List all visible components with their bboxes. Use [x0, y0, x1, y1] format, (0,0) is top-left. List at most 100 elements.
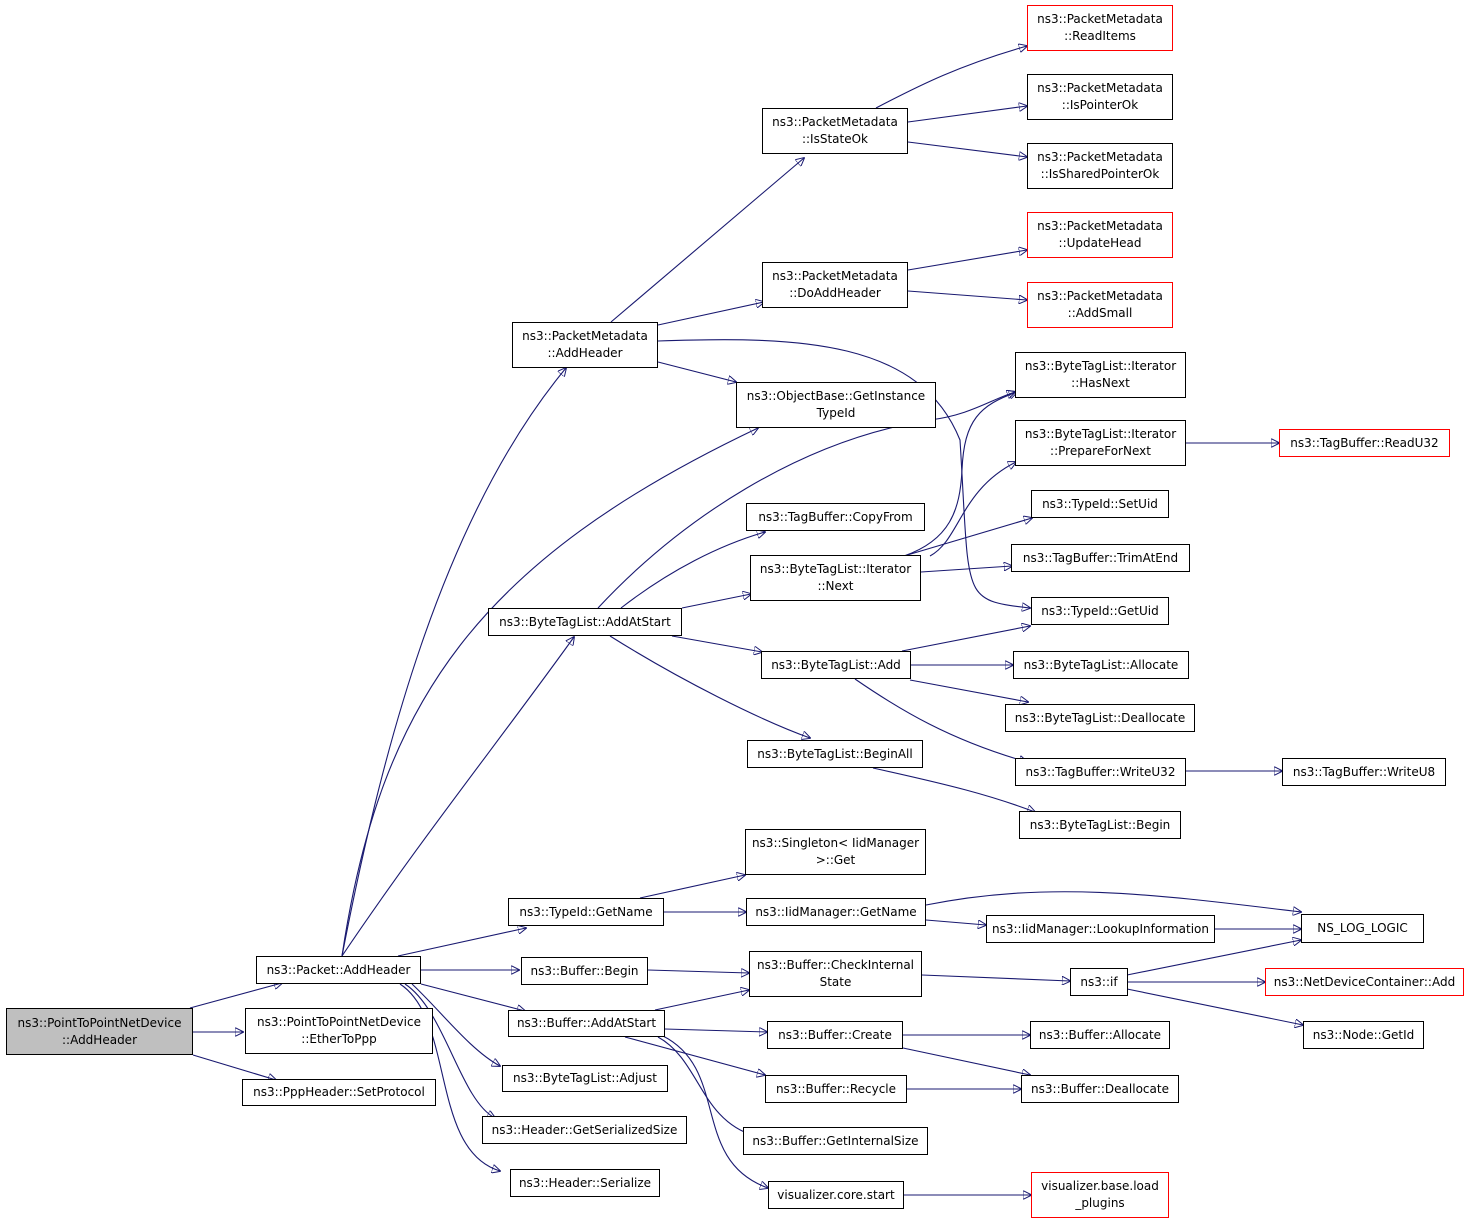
- edge-addatstart-recycle: [624, 1036, 765, 1075]
- node-label-line: ns3::PacketMetadata: [772, 269, 898, 283]
- edge-packet-btl-adjust: [411, 983, 500, 1066]
- node-bytetaglist-iterator-next[interactable]: ns3::ByteTagList::Iterator ::Next: [750, 555, 921, 601]
- node-label-line: ns3::TypeId::GetUid: [1041, 603, 1159, 618]
- node-packetmetadata-doaddheader[interactable]: ns3::PacketMetadata ::DoAddHeader: [762, 262, 908, 308]
- node-tagbuffer-writeu8[interactable]: ns3::TagBuffer::WriteU8: [1282, 758, 1446, 786]
- node-label-line: ns3::PacketMetadata: [772, 115, 898, 129]
- edge-add-writeu32: [854, 678, 1027, 762]
- node-label-line: ns3::TypeId::GetName: [519, 904, 653, 919]
- node-label-line: ns3::ByteTagList::Adjust: [513, 1071, 657, 1085]
- node-tagbuffer-readu32[interactable]: ns3::TagBuffer::ReadU32: [1279, 429, 1450, 457]
- node-label-line: ns3::TagBuffer::ReadU32: [1290, 435, 1439, 450]
- edge-next-hasnext: [903, 392, 1017, 557]
- node-label-line: ns3::ByteTagList::Deallocate: [1014, 710, 1186, 725]
- edge-pm-addheader-doaddheader: [657, 302, 764, 326]
- node-packetmetadata-issharedpointerok[interactable]: ns3::PacketMetadata ::IsSharedPointerOk: [1027, 143, 1173, 189]
- node-packetmetadata-addsmall[interactable]: ns3::PacketMetadata ::AddSmall: [1027, 282, 1173, 328]
- node-label-line: ns3::Buffer::Create: [778, 1027, 892, 1042]
- node-tagbuffer-writeu32[interactable]: ns3::TagBuffer::WriteU32: [1015, 758, 1186, 786]
- edge-root-packet-addheader: [189, 983, 282, 1009]
- edge-next-trimatend: [920, 566, 1012, 573]
- node-bytetaglist-adjust[interactable]: ns3::ByteTagList::Adjust: [502, 1065, 668, 1092]
- edge-iidmanager-getname-lookup: [925, 919, 986, 925]
- edge-addatstart-copyfrom: [620, 532, 765, 609]
- node-label-line: ns3::PacketMetadata: [1037, 289, 1163, 303]
- node-label-line: visualizer.base.load: [1041, 1179, 1159, 1193]
- node-label-line: ns3::IidManager::LookupInformation: [992, 921, 1209, 936]
- node-visualizer-core-start[interactable]: visualizer.core.start: [768, 1181, 904, 1209]
- node-node-getid[interactable]: ns3::Node::GetId: [1303, 1021, 1424, 1049]
- node-bytetaglist-iterator-hasnext[interactable]: ns3::ByteTagList::Iterator ::HasNext: [1015, 352, 1186, 398]
- node-label-line: ::UpdateHead: [1058, 236, 1142, 250]
- node-singleton-iidmanager-get[interactable]: ns3::Singleton< IidManager >::Get: [745, 829, 926, 875]
- node-label-line: ns3::NetDeviceContainer::Add: [1273, 974, 1456, 989]
- edge-packet-header-getserializedsize: [404, 983, 495, 1118]
- edge-addatstart-btl-add: [671, 635, 762, 652]
- node-packetmetadata-addheader[interactable]: ns3::PacketMetadata ::AddHeader: [512, 322, 658, 368]
- node-tagbuffer-copyfrom[interactable]: ns3::TagBuffer::CopyFrom: [746, 503, 925, 531]
- node-pointtopointnetdevice-addheader: ns3::PointToPointNetDevice ::AddHeader: [6, 1008, 193, 1055]
- edge-packet-buffer-addatstart: [420, 983, 525, 1011]
- node-packetmetadata-isstateok[interactable]: ns3::PacketMetadata ::IsStateOk: [762, 108, 908, 154]
- node-typeid-getuid[interactable]: ns3::TypeId::GetUid: [1031, 597, 1169, 625]
- edge-packet-objectbase: [341, 428, 758, 957]
- node-buffer-checkinternalstate[interactable]: ns3::Buffer::CheckInternal State: [749, 951, 922, 997]
- node-buffer-deallocate[interactable]: ns3::Buffer::Deallocate: [1021, 1075, 1179, 1103]
- node-bytetaglist-addatstart[interactable]: ns3::ByteTagList::AddAtStart: [488, 608, 682, 636]
- node-label-line: ns3::IidManager::GetName: [755, 904, 917, 919]
- node-label-line: ns3::Node::GetId: [1312, 1027, 1415, 1042]
- node-bytetaglist-beginall[interactable]: ns3::ByteTagList::BeginAll: [747, 740, 923, 768]
- node-typeid-setuid[interactable]: ns3::TypeId::SetUid: [1031, 490, 1169, 518]
- node-bytetaglist-add[interactable]: ns3::ByteTagList::Add: [761, 651, 911, 679]
- node-header-getserializedsize[interactable]: ns3::Header::GetSerializedSize: [482, 1116, 687, 1144]
- node-buffer-addatstart[interactable]: ns3::Buffer::AddAtStart: [508, 1010, 665, 1037]
- node-buffer-getinternalsize[interactable]: ns3::Buffer::GetInternalSize: [743, 1127, 928, 1155]
- node-packetmetadata-readitems[interactable]: ns3::PacketMetadata ::ReadItems: [1027, 5, 1173, 51]
- node-label-line: >::Get: [815, 853, 856, 867]
- node-header-serialize[interactable]: ns3::Header::Serialize: [510, 1169, 660, 1197]
- node-visualizer-base-load-plugins[interactable]: visualizer.base.load _plugins: [1031, 1172, 1169, 1218]
- node-label-line: ns3::Buffer::Recycle: [775, 1081, 897, 1096]
- node-typeid-getname[interactable]: ns3::TypeId::GetName: [508, 898, 664, 926]
- node-pppheader-setprotocol[interactable]: ns3::PppHeader::SetProtocol: [242, 1079, 436, 1106]
- edge-next-setuid: [903, 518, 1032, 557]
- node-buffer-create[interactable]: ns3::Buffer::Create: [767, 1021, 903, 1049]
- node-label-line: ns3::Singleton< IidManager: [751, 836, 920, 850]
- node-pointtopointnetdevice-ethertoppp[interactable]: ns3::PointToPointNetDevice ::EtherToPpp: [245, 1008, 433, 1054]
- node-label-line: ns3::ByteTagList::BeginAll: [757, 746, 913, 761]
- edge-next-preparefornext: [929, 462, 1016, 557]
- node-objectbase-getinstancetypeid[interactable]: ns3::ObjectBase::GetInstance TypeId: [736, 382, 936, 428]
- node-buffer-allocate[interactable]: ns3::Buffer::Allocate: [1030, 1021, 1170, 1049]
- node-bytetaglist-allocate[interactable]: ns3::ByteTagList::Allocate: [1013, 651, 1189, 679]
- edge-addatstart-next: [681, 594, 751, 609]
- edge-buffer-begin-checkinternal: [647, 970, 749, 973]
- node-netdevicecontainer-add[interactable]: ns3::NetDeviceContainer::Add: [1265, 968, 1464, 996]
- edge-packet-header-serialize: [399, 983, 500, 1171]
- edge-doaddheader-addsmall: [907, 290, 1027, 300]
- node-packetmetadata-updatehead[interactable]: ns3::PacketMetadata ::UpdateHead: [1027, 212, 1173, 258]
- node-label-line: ns3::Header::Serialize: [518, 1175, 652, 1190]
- node-label-line: ns3::Buffer::Deallocate: [1031, 1081, 1169, 1096]
- node-label-line: ns3::Buffer::GetInternalSize: [752, 1133, 919, 1148]
- node-bytetaglist-deallocate[interactable]: ns3::ByteTagList::Deallocate: [1005, 704, 1195, 732]
- node-bytetaglist-begin[interactable]: ns3::ByteTagList::Begin: [1019, 811, 1181, 839]
- node-label-line: ::IsSharedPointerOk: [1040, 167, 1160, 181]
- node-ns3-if[interactable]: ns3::if: [1070, 968, 1128, 996]
- node-iidmanager-lookupinformation[interactable]: ns3::IidManager::LookupInformation: [986, 915, 1215, 943]
- node-packetmetadata-ispointerok[interactable]: ns3::PacketMetadata ::IsPointerOk: [1027, 74, 1173, 120]
- node-tagbuffer-trimatend[interactable]: ns3::TagBuffer::TrimAtEnd: [1011, 544, 1190, 572]
- node-label-line: ns3::PppHeader::SetProtocol: [253, 1085, 425, 1099]
- node-packet-addheader[interactable]: ns3::Packet::AddHeader: [256, 956, 421, 984]
- node-buffer-begin[interactable]: ns3::Buffer::Begin: [521, 957, 648, 985]
- node-buffer-recycle[interactable]: ns3::Buffer::Recycle: [765, 1075, 907, 1103]
- node-ns-log-logic[interactable]: NS_LOG_LOGIC: [1301, 914, 1424, 943]
- node-label-line: ns3::Packet::AddHeader: [266, 962, 411, 977]
- node-label-line: ns3::ByteTagList::Begin: [1029, 817, 1171, 832]
- node-label-line: ::IsStateOk: [801, 132, 869, 146]
- node-label-line: ns3::TagBuffer::WriteU32: [1025, 764, 1176, 779]
- node-bytetaglist-iterator-preparefornext[interactable]: ns3::ByteTagList::Iterator ::PrepareForN…: [1015, 420, 1186, 466]
- node-label-line: ::Next: [817, 579, 854, 593]
- node-iidmanager-getname[interactable]: ns3::IidManager::GetName: [746, 898, 926, 926]
- edge-packet-typeid-getname: [397, 928, 526, 957]
